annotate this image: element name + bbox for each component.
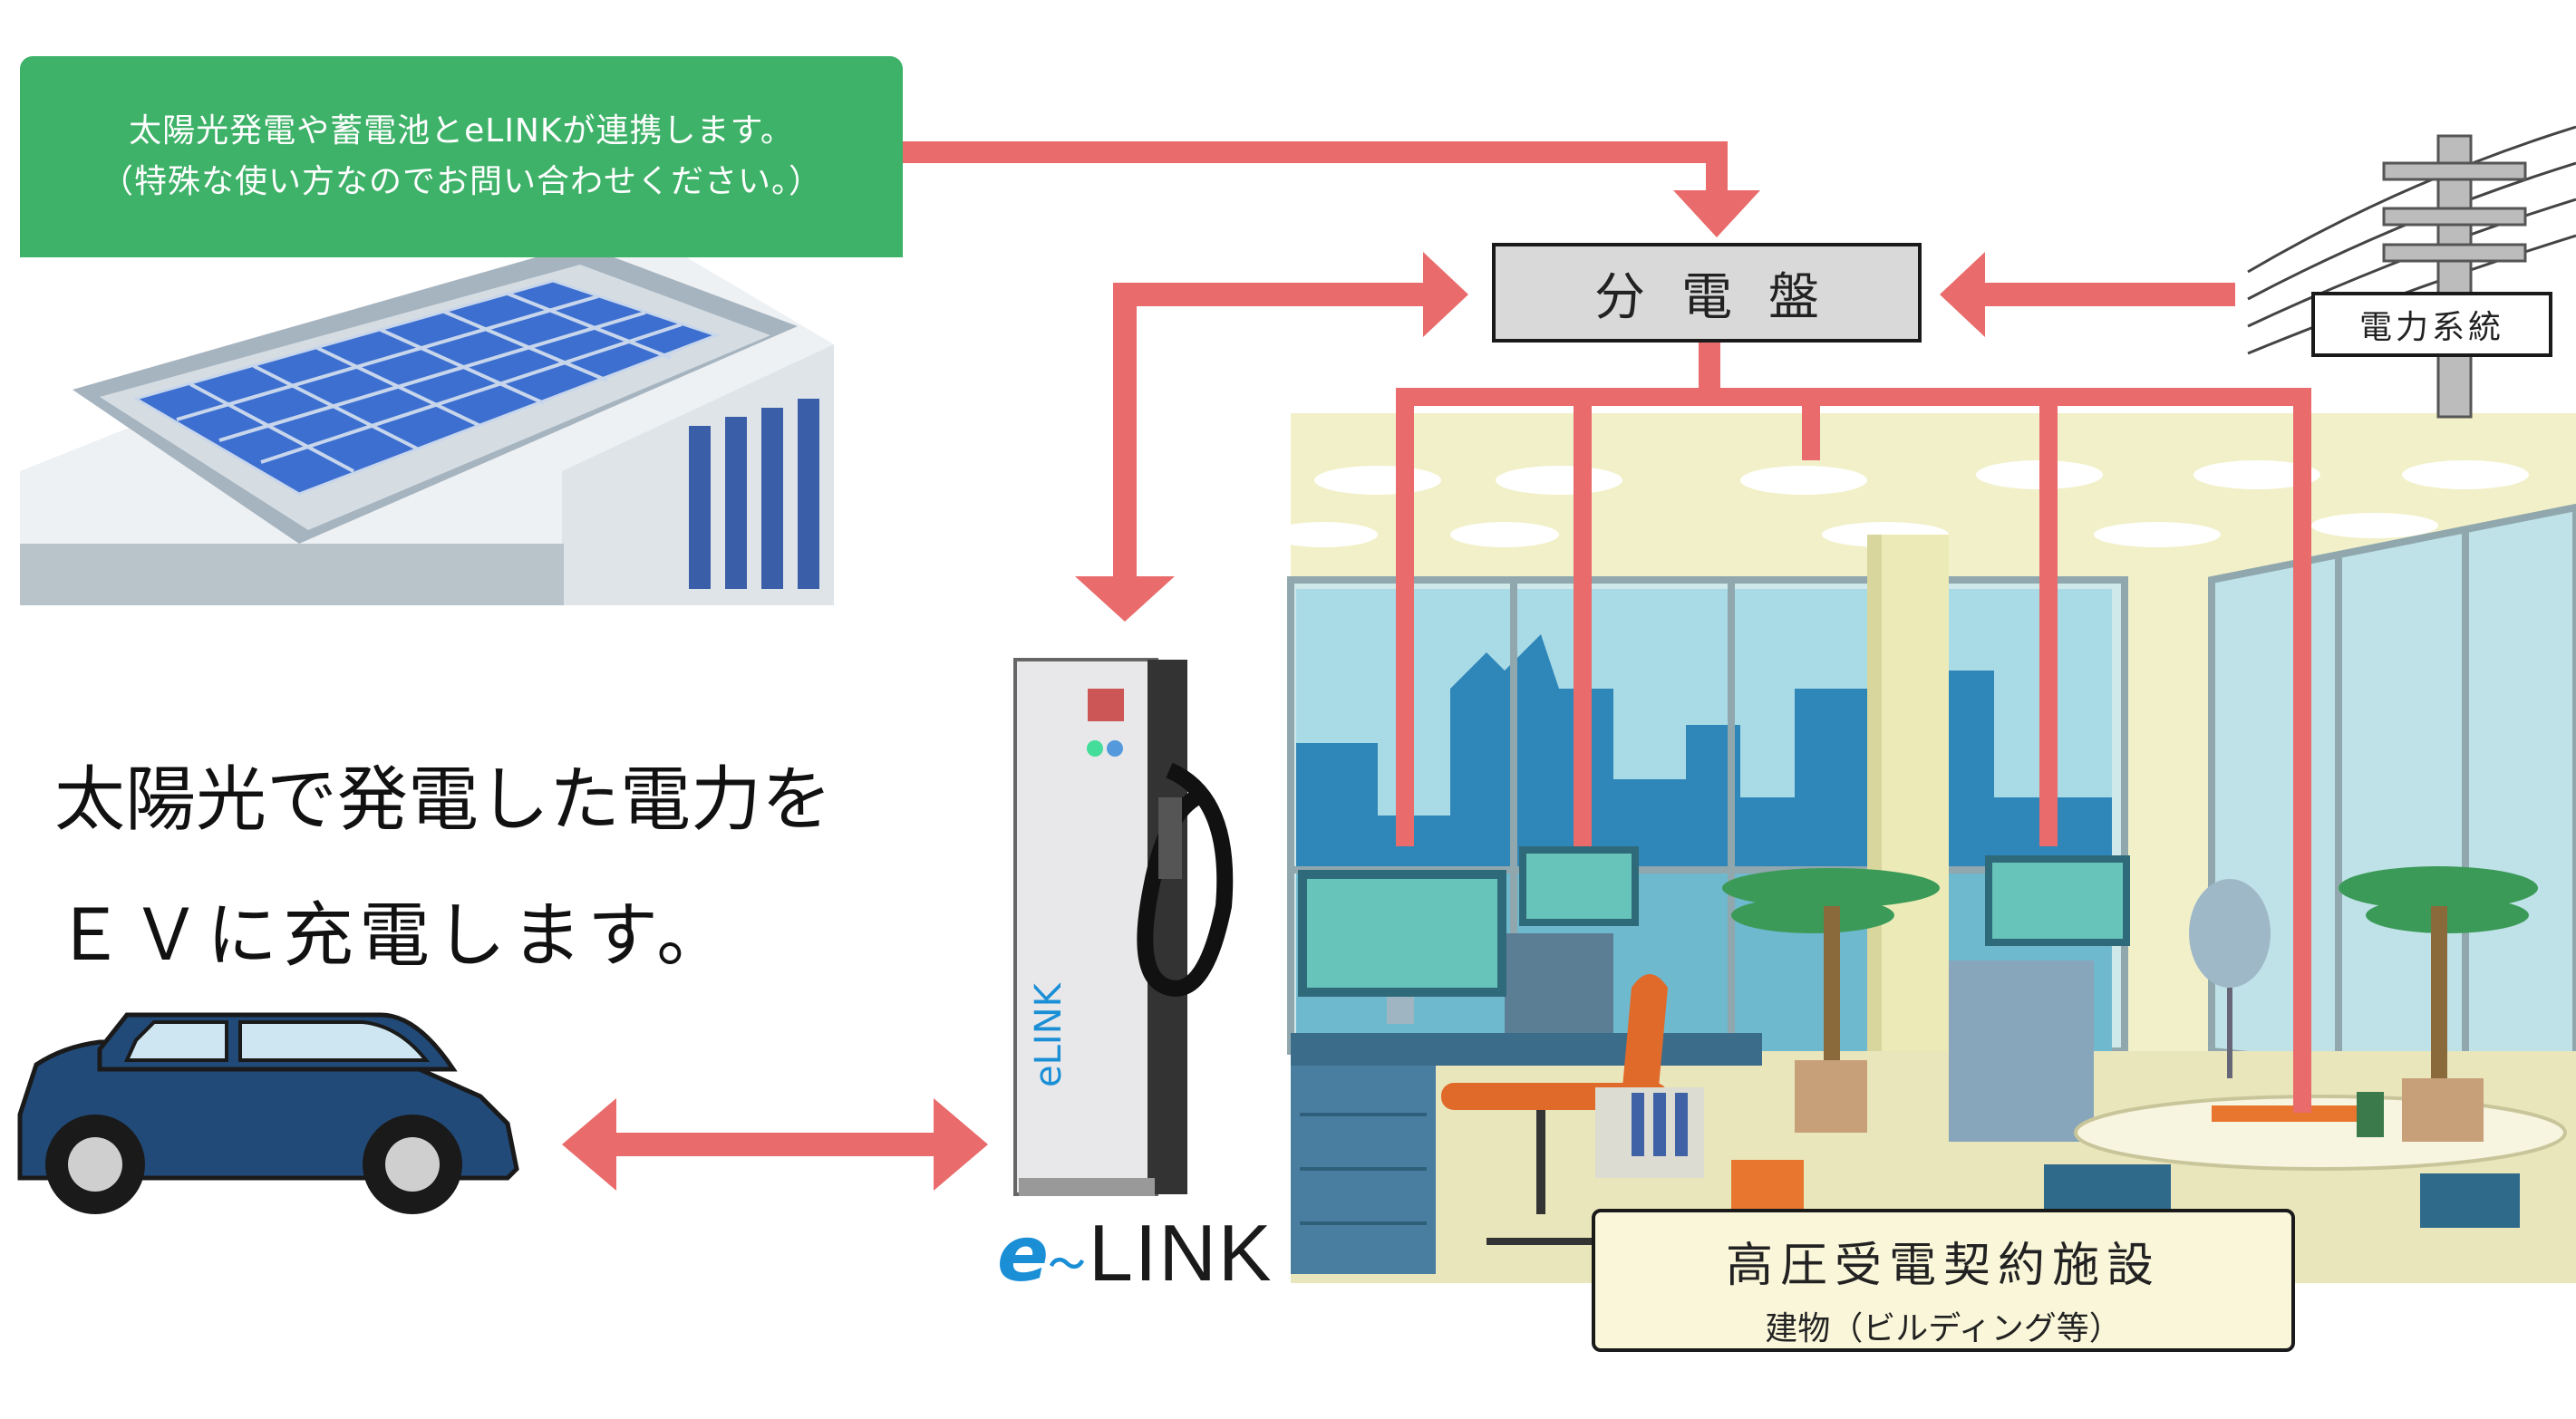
distribution-board-label: 分電盤: [1492, 243, 1922, 343]
main-message-line1: 太陽光で発電した電力を: [54, 759, 833, 841]
arrow-left-to-car: [562, 1098, 616, 1191]
elink-logo: e 〜 LINK: [997, 1208, 1273, 1298]
charger-brand-text: eLINK: [1028, 981, 1070, 1087]
arrow-left-to-board: [1940, 252, 1985, 337]
connection-arrows: [562, 141, 2311, 1191]
solar-note-line2: （特殊な使い方なのでお問い合わせください。）: [100, 163, 822, 200]
arrow-down-to-board: [1673, 190, 1760, 237]
arrow-right-to-board: [1423, 252, 1468, 337]
office-illustration: [1269, 413, 2576, 1283]
elink-logo-text: LINK: [1088, 1208, 1273, 1298]
elink-charger-illustration: eLINK: [1013, 658, 1234, 1196]
arrow-down-to-charger: [1075, 576, 1175, 622]
ev-car-illustration: [17, 1012, 519, 1214]
solar-note-line1: 太陽光発電や蓄電池とeLINKが連携します。: [129, 112, 794, 150]
elink-logo-wave: 〜: [1048, 1244, 1085, 1286]
power-grid-label: 電力系統: [2311, 292, 2552, 357]
facility-title: 高圧受電契約施設: [1725, 1239, 2161, 1293]
arrow-right-to-charger: [934, 1098, 988, 1191]
main-message: 太陽光で発電した電力を ＥＶに充電します。: [54, 732, 832, 1004]
facility-label: 高圧受電契約施設 建物（ビルディング等）: [1592, 1209, 2295, 1352]
solar-building-illustration: [20, 227, 834, 605]
solar-battery-note: 太陽光発電や蓄電池とeLINKが連携します。 （特殊な使い方なのでお問い合わせく…: [20, 56, 903, 257]
main-message-line2: ＥＶに充電します。: [54, 895, 733, 977]
elink-logo-e: e: [997, 1210, 1049, 1298]
utility-pole-illustration: [2247, 125, 2576, 419]
facility-subtitle: 建物（ビルディング等）: [1765, 1310, 2122, 1347]
